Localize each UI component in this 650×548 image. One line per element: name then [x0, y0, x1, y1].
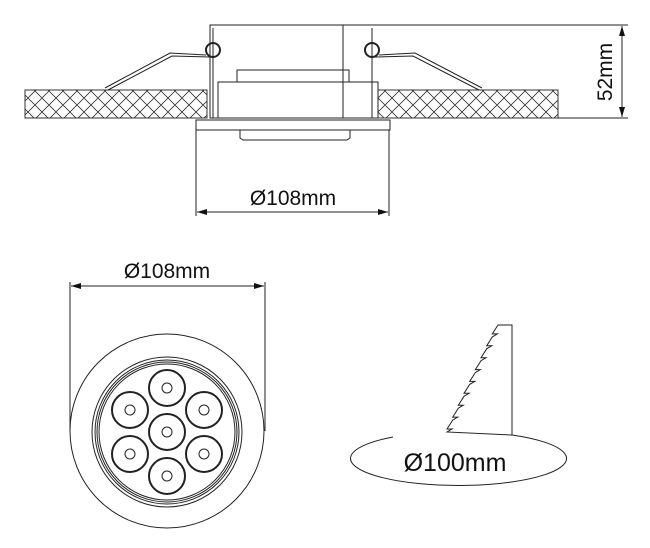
- led-lens: [111, 435, 149, 473]
- led-lens: [148, 369, 186, 407]
- front-view: Ø108mm: [69, 260, 266, 529]
- driver-block: [217, 81, 379, 119]
- led-chip: [161, 470, 173, 482]
- led-chip: [198, 448, 210, 460]
- led-lens: [185, 391, 223, 429]
- height-label: 52mm: [594, 43, 617, 101]
- lens: [239, 130, 351, 141]
- saw-icon: [445, 324, 513, 436]
- led-chip: [124, 404, 136, 416]
- cutout-view: Ø100mm: [350, 324, 568, 486]
- cutout-ellipse: [350, 434, 568, 486]
- led-chip: [198, 404, 210, 416]
- ceiling-right: [377, 89, 559, 119]
- front-width-label: Ø108mm: [124, 260, 210, 283]
- hole-label: Ø100mm: [404, 449, 507, 477]
- side-view: 52mm Ø108mm: [24, 24, 628, 216]
- led-array: [111, 369, 223, 495]
- spring-right-icon: [364, 42, 380, 58]
- spring-arm-left: [104, 52, 211, 91]
- led-chip: [161, 426, 173, 438]
- led-chip: [161, 382, 173, 394]
- led-chip: [124, 448, 136, 460]
- outer-trim: [69, 333, 265, 529]
- spring-arm-right: [374, 52, 483, 91]
- led-lens: [148, 457, 186, 495]
- led-lens: [148, 413, 186, 451]
- trim-ring: [195, 119, 391, 131]
- side-width-label: Ø108mm: [250, 187, 336, 210]
- housing-can: [209, 24, 344, 119]
- spring-left-icon: [205, 42, 221, 58]
- led-lens: [111, 391, 149, 429]
- led-lens: [185, 435, 223, 473]
- ceiling-left: [24, 89, 208, 119]
